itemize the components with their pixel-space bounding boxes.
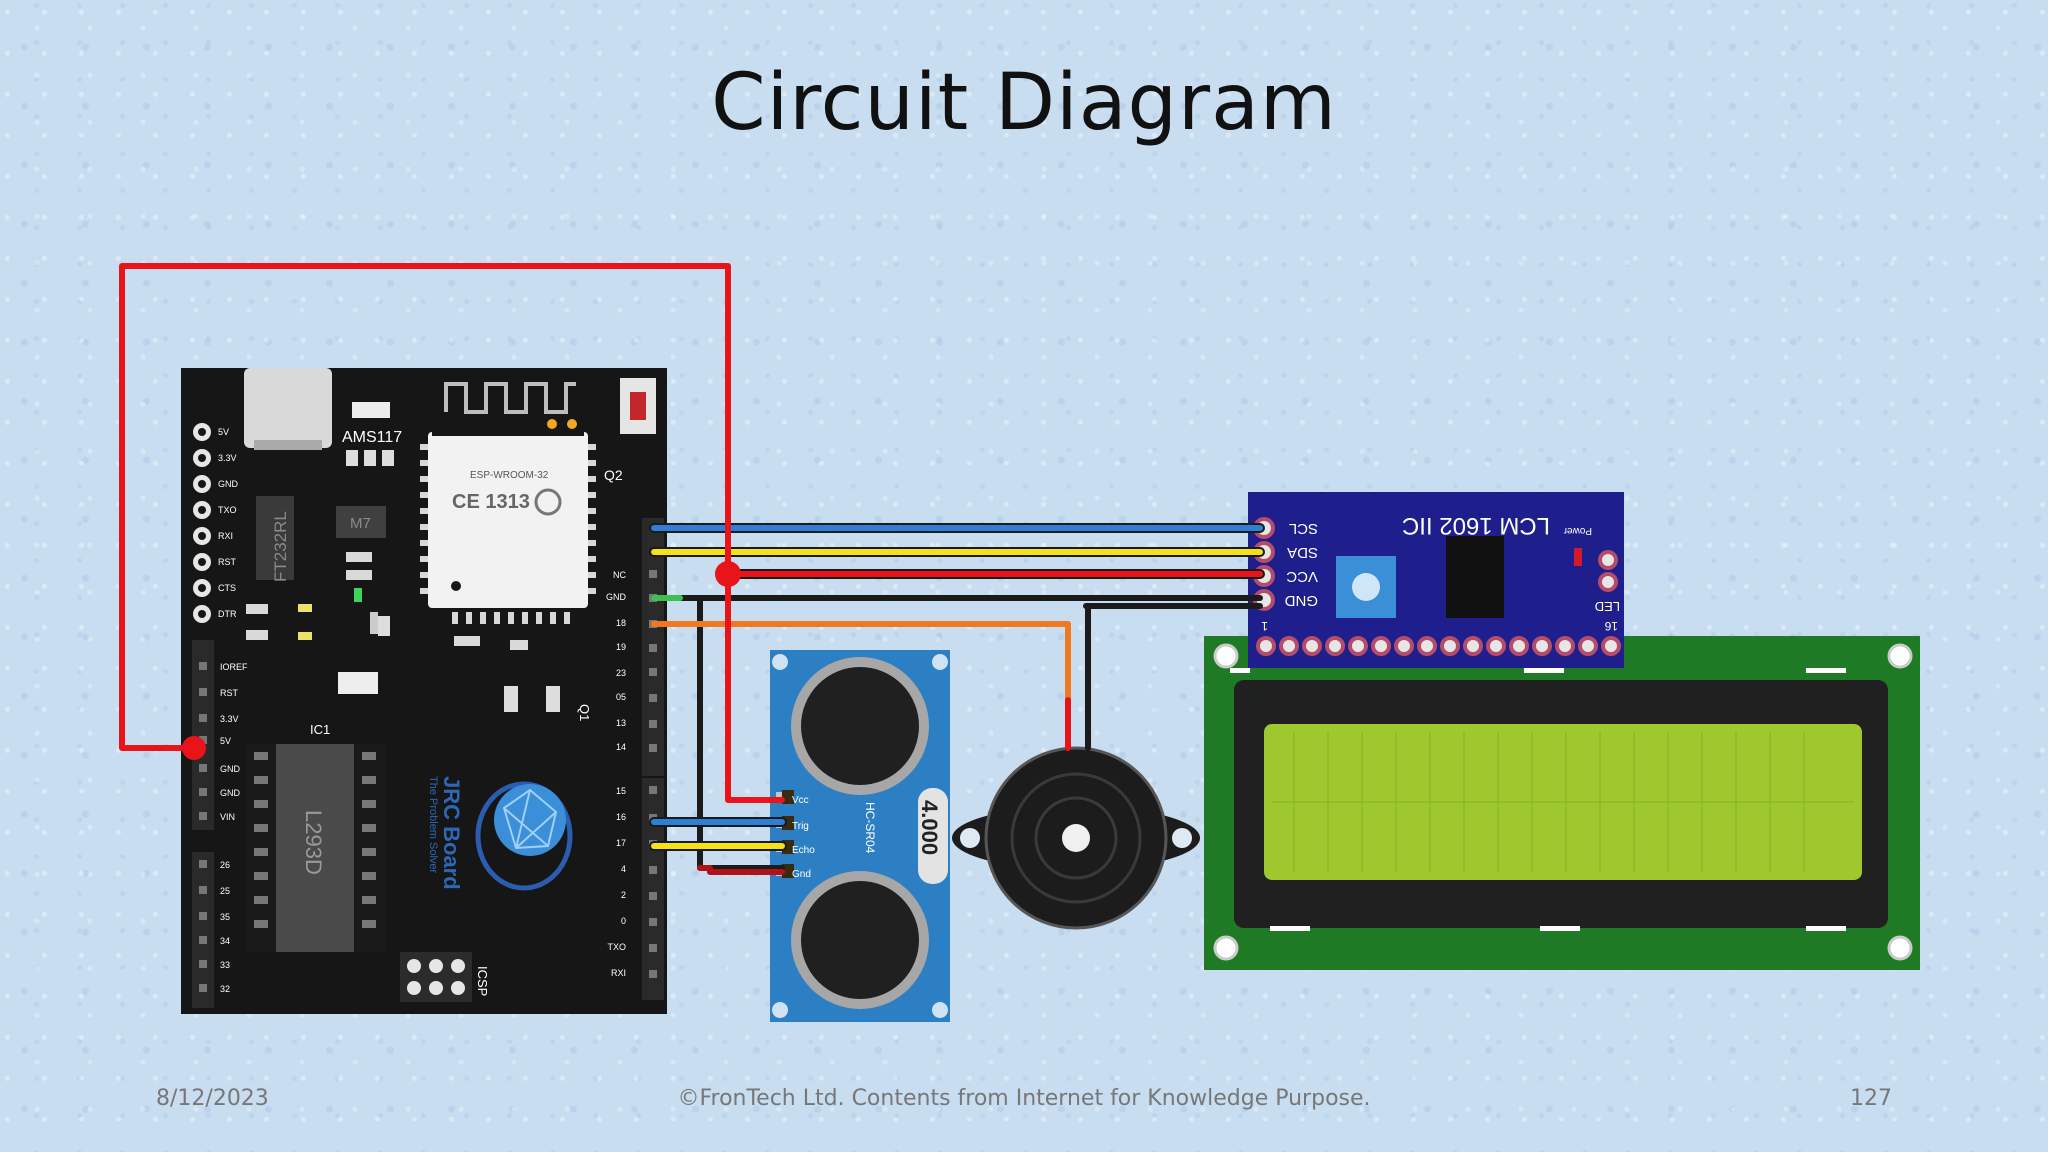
- left-pin-label: RST: [218, 557, 237, 567]
- buzzer: [952, 746, 1200, 930]
- right-pin-label: 17: [616, 838, 626, 848]
- i2c-pin-label: VCC: [1286, 568, 1318, 585]
- power-pin-label: IOREF: [220, 662, 248, 672]
- footer-date: 8/12/2023: [156, 1086, 269, 1111]
- sensor-pin-label: Vcc: [792, 795, 809, 806]
- right-pin-label: 0: [621, 916, 626, 926]
- bottom-pin-label: 33: [220, 960, 230, 970]
- bottom-pin-label: 32: [220, 984, 230, 994]
- regulator-label: AMS117: [342, 429, 402, 446]
- junction-dot: [715, 561, 741, 587]
- left-pin-label: 5V: [218, 427, 229, 437]
- left-pin-label: DTR: [218, 609, 237, 619]
- lcd-grid: [1272, 732, 1854, 872]
- power-pin-label: 5V: [220, 736, 231, 746]
- ultrasonic-transducer: [791, 657, 929, 795]
- right-pin-label: 2: [621, 890, 626, 900]
- power-pin-label: GND: [220, 764, 241, 774]
- right-pin-label: RXI: [611, 968, 626, 978]
- i2c-pin-label: SDA: [1287, 544, 1318, 561]
- right-pin-label: 13: [616, 718, 626, 728]
- sensor-model: HC-SR04: [863, 802, 877, 854]
- junction-dot: [182, 736, 206, 760]
- left-pin-label: TXO: [218, 505, 237, 515]
- right-pin-label: 23: [616, 668, 626, 678]
- diode-label: M7: [350, 515, 371, 532]
- wire-sensor-gnd: [697, 865, 785, 875]
- i2c-module-label: LCM 1602 IIC: [1402, 512, 1550, 539]
- sensor-pin-label: Echo: [792, 845, 815, 856]
- led-label: LED: [1595, 599, 1620, 614]
- lcd-header-pins: [1256, 636, 1621, 656]
- sensor-pin-label: Trig: [792, 821, 809, 832]
- jrc-board: AMS117 ESP-WROOM-32 CE 1313 Q2 FT232RL M…: [181, 368, 667, 1014]
- ic-label: IC1: [310, 722, 330, 737]
- right-pin-label: 15: [616, 786, 626, 796]
- ft232rl-chip: [256, 496, 294, 580]
- left-pin-label: GND: [218, 479, 239, 489]
- i2c-pin-label: SCL: [1289, 520, 1318, 537]
- right-pin-label: 18: [616, 618, 626, 628]
- left-pin-label: 3.3V: [218, 453, 237, 463]
- right-pin-label: 16: [616, 812, 626, 822]
- ce-mark: CE 1313: [452, 491, 530, 513]
- power-label: Power: [1563, 525, 1592, 536]
- power-pin-label: 3.3V: [220, 714, 239, 724]
- right-pin-label: 4: [621, 864, 626, 874]
- wire-5v-loop: [119, 263, 785, 803]
- icsp-label: ICSP: [475, 966, 490, 996]
- pin-one-label: 1: [1261, 619, 1268, 633]
- board-logo: [475, 781, 573, 891]
- power-pin-label: GND: [220, 788, 241, 798]
- i2c-backpack: LCM 1602 IIC SCL SDA VCC GND Power LED 1…: [1248, 492, 1624, 668]
- left-pin-label: RXI: [218, 531, 233, 541]
- crystal-label: 4.000: [917, 800, 942, 855]
- bottom-pin-label: 26: [220, 860, 230, 870]
- bottom-pin-label: 35: [220, 912, 230, 922]
- right-pin-label: TXO: [607, 942, 626, 952]
- left-pin-label: CTS: [218, 583, 236, 593]
- sensor-pin-label: Gnd: [792, 869, 811, 880]
- usb-chip-label: FT232RL: [271, 511, 290, 582]
- right-pin-label: GND: [606, 592, 627, 602]
- lcd-display: [1204, 636, 1920, 970]
- footer-copyright: ©FronTech Ltd. Contents from Internet fo…: [677, 1086, 1371, 1111]
- i2c-pin-label: GND: [1285, 592, 1319, 609]
- right-pin-label: 14: [616, 742, 626, 752]
- q2-label: Q2: [604, 467, 623, 483]
- bottom-pin-label: 25: [220, 886, 230, 896]
- l293d-chip: L293D: [246, 744, 386, 952]
- power-pin-label: RST: [220, 688, 239, 698]
- bottom-pin-label: 34: [220, 936, 230, 946]
- board-tagline: The Problem Solver: [427, 776, 439, 874]
- wifi-icon: [534, 488, 562, 516]
- right-pin-label: NC: [613, 570, 626, 580]
- q1-label: Q1: [577, 704, 592, 721]
- ultrasonic-sensor: 4.000 HC-SR04 Vcc Trig Echo Gnd: [770, 650, 950, 1022]
- right-pin-label: 19: [616, 642, 626, 652]
- board-name: JRC Board: [439, 776, 464, 890]
- wire-gnd-sensor: [697, 595, 785, 871]
- esp-module-shield: [428, 432, 588, 608]
- wires: [119, 263, 1265, 875]
- slide-title: Circuit Diagram: [711, 58, 1337, 148]
- power-pin-label: VIN: [220, 812, 235, 822]
- i2c-chip: [1446, 536, 1504, 618]
- esp-module-label: ESP-WROOM-32: [470, 470, 549, 481]
- usb-c-port: [244, 368, 332, 448]
- right-pin-label: 05: [616, 692, 626, 702]
- driver-chip-label: L293D: [301, 810, 326, 875]
- ultrasonic-transducer: [791, 871, 929, 1009]
- footer-page-number: 127: [1850, 1086, 1892, 1111]
- pin-last-label: 16: [1604, 619, 1618, 633]
- wire-gnd-buzzer: [1083, 603, 1263, 751]
